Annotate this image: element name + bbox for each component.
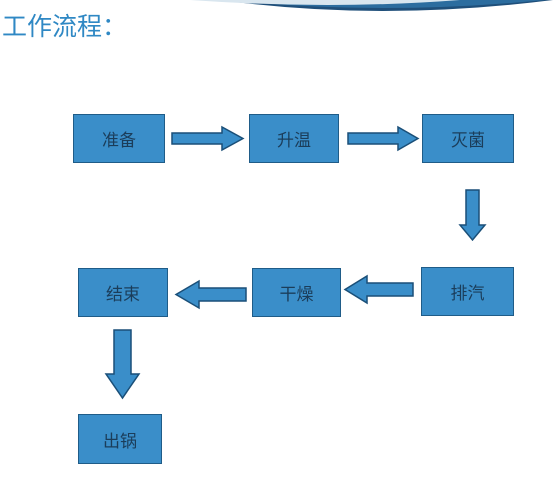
step-sterilize: 灭菌 — [422, 114, 514, 163]
page-title: 工作流程： — [2, 12, 128, 41]
arrow-heat-to-sterilize — [347, 125, 420, 152]
step-dry: 干燥 — [252, 268, 341, 317]
arrow-sterilize-to-exhaust — [458, 189, 487, 242]
arrow-dry-to-finish — [174, 279, 247, 310]
step-finish: 结束 — [78, 268, 168, 317]
arrow-finish-to-unload — [104, 329, 141, 400]
step-exhaust: 排汽 — [421, 267, 514, 316]
step-prepare: 准备 — [73, 114, 165, 163]
arrow-exhaust-to-dry — [343, 274, 414, 305]
step-unload: 出锅 — [78, 414, 162, 464]
header-decoration — [190, 0, 553, 11]
arrow-prepare-to-heat — [171, 125, 245, 152]
step-heat: 升温 — [249, 114, 339, 163]
